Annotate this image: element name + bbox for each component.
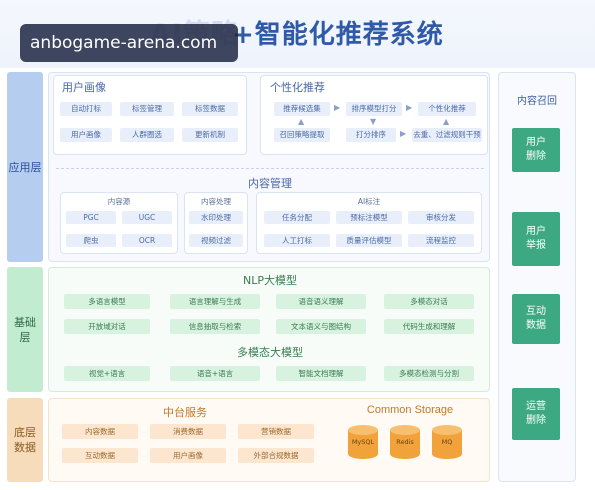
chip-video-filter: 视频过滤 (189, 234, 243, 247)
chip-vision-language: 视觉+语言 (64, 366, 150, 381)
chip-task-assign: 任务分配 (264, 211, 330, 224)
chip-external-compliance: 外部合规数据 (238, 448, 314, 463)
page-title: +智能化推荐系统 (232, 20, 444, 50)
chip-language-understanding: 语言理解与生成 (170, 294, 260, 309)
chip-multimodal-dialog: 多模态对话 (384, 294, 474, 309)
middle-service-title: 中台服务 (163, 406, 207, 419)
ai-label-title: AI标注 (357, 197, 381, 206)
content-source-title: 内容源 (107, 197, 131, 206)
user-profile-title: 用户画像 (62, 81, 106, 94)
chip-update-mechanism: 更新机制 (182, 128, 238, 142)
chip-doc-understanding: 智能文档理解 (276, 366, 366, 381)
recall-interaction-data: 互动数据 (512, 294, 560, 344)
chip-ugc: UGC (122, 211, 172, 224)
chip-review-dispatch: 审核分发 (408, 211, 474, 224)
multimodal-title: 多模态大模型 (237, 346, 303, 359)
chip-dedup-filter: 去重、过滤规则干预 (412, 128, 482, 142)
database-icon (432, 425, 462, 459)
chip-speech-semantics: 语音语义理解 (276, 294, 366, 309)
database-icon (348, 425, 378, 459)
personalized-title: 个性化推荐 (270, 81, 325, 94)
chip-consumption-data: 消费数据 (150, 424, 226, 439)
chip-score-sort: 打分排序 (346, 128, 396, 142)
recall-interaction-text: 互动数据 (526, 306, 546, 331)
recall-ops-delete: 运营删除 (512, 388, 560, 440)
arrow-down-icon: ▼ (370, 117, 377, 126)
chip-user-portrait-data: 用户画像 (150, 448, 226, 463)
chip-interaction-data: 互动数据 (62, 448, 138, 463)
content-mgmt-divider (56, 168, 484, 169)
chip-auto-tagging: 自动打标 (60, 102, 112, 116)
arrow-right-icon: ▶ (334, 103, 341, 112)
chip-tag-data: 标签数据 (182, 102, 238, 116)
chip-marketing-data: 营销数据 (238, 424, 314, 439)
chip-detect-segment: 多模态检测与分割 (384, 366, 474, 381)
storage-mysql-label: MySQL (351, 438, 375, 446)
arrow-right-icon: ▶ (400, 129, 407, 138)
chip-code-gen: 代码生成和理解 (384, 319, 474, 334)
chip-speech-language: 语音+语言 (170, 366, 260, 381)
chip-quality-model: 质量评估模型 (336, 234, 402, 247)
layer-bottom-text: 底层数据 (14, 426, 36, 454)
recall-user-delete-text: 用户删除 (526, 137, 546, 162)
watermark-label: anbogame-arena.com (20, 24, 238, 62)
content-mgmt-title: 内容管理 (248, 177, 292, 190)
chip-process-monitor: 流程监控 (408, 234, 474, 247)
chip-info-extraction: 信息抽取与检索 (170, 319, 260, 334)
chip-multilingual: 多语言模型 (64, 294, 150, 309)
layer-app-text: 应用层 (8, 160, 42, 174)
chip-candidate-set: 推荐候选集 (274, 102, 330, 116)
recall-title: 内容召回 (517, 96, 557, 107)
chip-personalized-rec: 个性化推荐 (418, 102, 476, 116)
chip-user-portrait: 用户画像 (60, 128, 112, 142)
chip-open-domain: 开放域对话 (64, 319, 150, 334)
recall-user-report: 用户举报 (512, 212, 560, 266)
arrow-up-icon: ▲ (443, 117, 450, 126)
layer-base-text: 基础层 (14, 315, 36, 344)
chip-watermark-process: 水印处理 (189, 211, 243, 224)
chip-ranking-score: 排序模型打分 (346, 102, 402, 116)
layer-label-base: 基础层 (7, 267, 43, 392)
chip-text-graph: 文本语义与图结构 (276, 319, 366, 334)
chip-pgc: PGC (66, 211, 116, 224)
recall-user-delete: 用户删除 (512, 128, 560, 172)
layer-label-bottom: 底层数据 (7, 398, 43, 482)
database-icon (390, 425, 420, 459)
chip-manual-label: 人工打标 (264, 234, 330, 247)
chip-crowd-selection: 人群圈选 (120, 128, 174, 142)
recall-ops-delete-text: 运营删除 (526, 401, 546, 426)
storage-redis-label: Redis (396, 438, 414, 446)
storage-title: Common Storage (366, 404, 454, 416)
chip-content-data: 内容数据 (62, 424, 138, 439)
arrow-right-icon: ▶ (406, 103, 413, 112)
chip-crawler: 爬虫 (66, 234, 116, 247)
nlp-title: NLP大模型 (243, 274, 297, 287)
chip-pre-label-model: 预标注模型 (336, 211, 402, 224)
chip-recall-strategy: 召回策略提取 (274, 128, 330, 142)
content-process-title: 内容处理 (201, 197, 231, 206)
arrow-up-icon: ▲ (298, 117, 305, 126)
storage-mq-label: MQ (441, 438, 453, 446)
chip-tag-management: 标签管理 (120, 102, 174, 116)
layer-label-app: 应用层 (7, 72, 43, 262)
recall-user-report-text: 用户举报 (526, 226, 546, 251)
chip-ocr: OCR (122, 234, 172, 247)
